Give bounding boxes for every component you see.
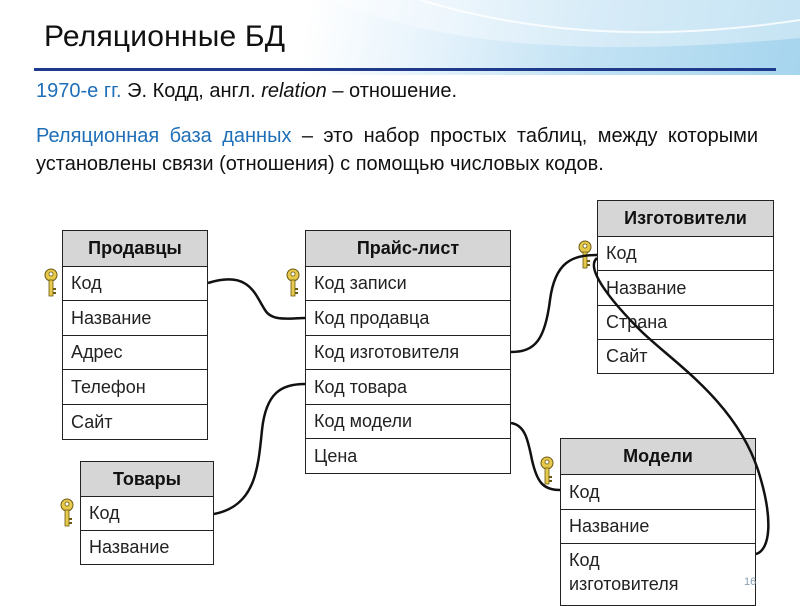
primary-key-icon	[578, 240, 592, 269]
definition-accent: Реляционная база данных	[36, 125, 292, 147]
table-row: Название	[598, 271, 773, 306]
definition-paragraph: Реляционная база данных – это набор прос…	[36, 122, 758, 178]
header-background	[0, 0, 800, 75]
table-row: Название	[89, 537, 170, 557]
table-row: Сайт	[71, 411, 113, 432]
page-number: 16	[744, 576, 757, 588]
primary-key-icon	[286, 268, 300, 297]
table-pricelist: Прайс-лист Код записи Код продавца Код и…	[305, 230, 511, 474]
table-row: Сайт	[606, 346, 648, 366]
table-row: Код	[598, 237, 773, 271]
table-row: Телефон	[63, 370, 207, 405]
table-row: Адрес	[63, 336, 207, 370]
table-row: Код продавца	[306, 301, 510, 336]
table-row: Код	[81, 497, 213, 531]
table-row: Код изготовителя	[306, 336, 510, 370]
table-row: Цена	[314, 445, 358, 466]
primary-key-icon	[60, 498, 74, 527]
table-pricelist-title: Прайс-лист	[306, 231, 510, 267]
table-models: Модели Код Название Код изготовителя	[560, 438, 756, 606]
table-makers: Изготовители Код Название Страна Сайт	[597, 200, 774, 374]
table-row: Название	[561, 510, 755, 544]
table-sellers-title: Продавцы	[63, 231, 207, 267]
table-row: Код	[561, 475, 755, 510]
table-row: Название	[63, 301, 207, 336]
title-underline	[34, 68, 776, 71]
header-wave-decoration	[330, 0, 800, 48]
intro-text-1: Э. Кодд, англ.	[121, 80, 262, 102]
intro-accent: 1970-е гг.	[36, 80, 122, 102]
definition-text: – это набор простых таблиц, между которы…	[36, 125, 758, 175]
intro-text-2: – отношение.	[326, 80, 458, 102]
table-goods-title: Товары	[81, 462, 213, 497]
table-models-title: Модели	[561, 439, 755, 475]
link-goods-to-pricelist	[213, 382, 306, 516]
table-makers-title: Изготовители	[598, 201, 773, 237]
table-row: Код записи	[306, 267, 510, 301]
table-row: Код изготовителя	[569, 550, 679, 594]
table-row: Страна	[598, 306, 773, 340]
table-row: Код товара	[306, 370, 510, 405]
page-title: Реляционные БД	[44, 20, 286, 53]
table-row: Код	[63, 267, 207, 301]
primary-key-icon	[540, 456, 554, 485]
table-row: Код модели	[306, 405, 510, 439]
intro-italic: relation	[261, 80, 327, 102]
table-goods: Товары Код Название	[80, 461, 214, 565]
table-sellers: Продавцы Код Название Адрес Телефон Сайт	[62, 230, 208, 440]
intro-line: 1970-е гг. Э. Кодд, англ. relation – отн…	[36, 80, 457, 103]
primary-key-icon	[44, 268, 58, 297]
